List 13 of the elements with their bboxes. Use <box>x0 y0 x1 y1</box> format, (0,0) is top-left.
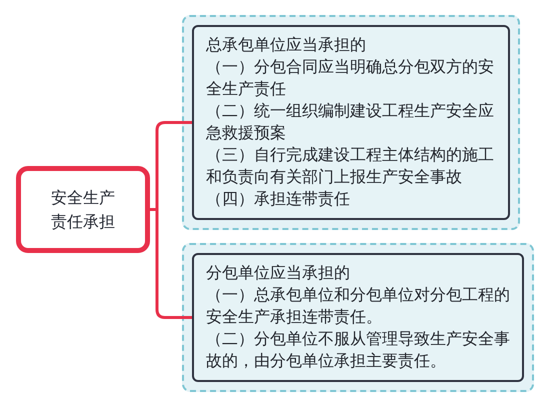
item-text: （三）自行完成建设工程主体结构的施工和负责向有关部门上报生产安全事故 <box>206 144 495 188</box>
item-text: （一）总承包单位和分包单位对分包工程的安全生产承担连带责任。 <box>206 284 511 328</box>
connector-line <box>150 208 192 319</box>
heading-text: 总承包单位应当承担的 <box>206 34 367 56</box>
topic-box <box>16 166 150 253</box>
heading-text: 分包单位应当承担的 <box>206 262 351 284</box>
topic-text: 安全生产责任承担 <box>50 186 116 232</box>
item-text: （二）统一组织编制建设工程生产安全应急救援预案 <box>206 100 495 144</box>
item-text: （二）分包单位不服从管理导致生产安全事故的，由分包单位承担主要责任。 <box>206 328 511 372</box>
item-text: （四）承担连带责任 <box>206 188 351 210</box>
dashed-frame <box>182 243 534 392</box>
content-card <box>192 253 524 382</box>
item-text: （一）分包合同应当明确总分包双方的安全生产责任 <box>206 56 495 100</box>
